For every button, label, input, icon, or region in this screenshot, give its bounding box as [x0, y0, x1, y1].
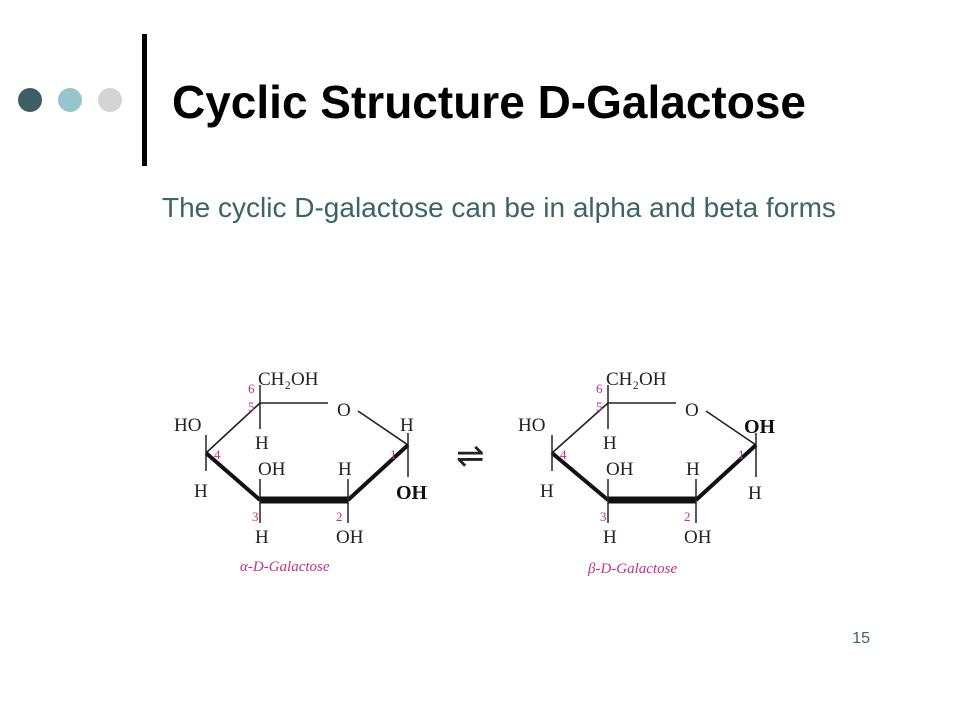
slide-number: 15: [852, 630, 870, 647]
alpha-caption: α-D-Galactose: [240, 559, 330, 575]
haworth-projections: CH₂OH O HO H H OH H H OH H OH 6 5 4 3 2 …: [174, 369, 776, 577]
alpha-c2-h-label: H: [338, 459, 352, 480]
decorative-dots: [18, 88, 128, 114]
alpha-carbon-6: 6: [248, 381, 255, 396]
beta-caption: β-D-Galactose: [587, 561, 677, 577]
beta-c3-oh-label: OH: [606, 459, 634, 480]
beta-carbon-3: 3: [600, 509, 607, 524]
beta-c4-h-label: H: [540, 481, 554, 502]
alpha-carbon-1: 1: [390, 447, 397, 462]
title-divider-bar: [142, 34, 147, 166]
alpha-carbon-2: 2: [336, 509, 343, 524]
alpha-c3-h-label: H: [255, 527, 269, 548]
beta-galactose-structure: CH₂OH O HO H H OH H H OH OH H 6 5 4 3 2 …: [518, 369, 776, 577]
alpha-c1-oh-label: OH: [396, 482, 428, 504]
alpha-c2-oh-label: OH: [336, 527, 364, 548]
beta-carbon-4: 4: [560, 447, 567, 462]
beta-ring-oxygen-label: O: [685, 400, 699, 421]
slide-body-text: The cyclic D-galactose can be in alpha a…: [162, 192, 836, 223]
beta-carbon-5: 5: [596, 399, 603, 414]
alpha-galactose-structure: CH₂OH O HO H H OH H H OH H OH 6 5 4 3 2 …: [174, 369, 428, 575]
alpha-c1-h-label: H: [400, 415, 414, 436]
beta-carbon-1: 1: [738, 447, 745, 462]
alpha-ring-oxygen-label: O: [337, 400, 351, 421]
alpha-c4-h-label: H: [194, 481, 208, 502]
beta-carbon-6: 6: [596, 381, 603, 396]
dot-mid: [58, 88, 82, 112]
alpha-carbon-4: 4: [214, 447, 221, 462]
beta-c3-h-label: H: [603, 527, 617, 548]
galactose-structures-figure: CH₂OH O HO H H OH H H OH H OH 6 5 4 3 2 …: [160, 345, 800, 585]
alpha-c4-ho-label: HO: [174, 415, 201, 436]
beta-c1-oh-label: OH: [744, 416, 776, 438]
dot-dark: [18, 88, 42, 112]
beta-ch2oh-label: CH₂OH: [606, 369, 667, 390]
beta-c2-h-label: H: [686, 459, 700, 480]
beta-carbon-2: 2: [684, 509, 691, 524]
alpha-ch2oh-label: CH₂OH: [258, 369, 319, 390]
equilibrium-arrows-icon: ⇌: [456, 436, 485, 476]
alpha-c3-oh-label: OH: [258, 459, 286, 480]
slide-title: Cyclic Structure D-Galactose: [172, 76, 807, 128]
beta-c1-h-label: H: [748, 483, 762, 504]
alpha-c5-h-label: H: [255, 433, 269, 454]
alpha-carbon-3: 3: [252, 509, 259, 524]
beta-c2-oh-label: OH: [684, 527, 712, 548]
alpha-carbon-5: 5: [248, 399, 255, 414]
beta-c5-h-label: H: [603, 433, 617, 454]
dot-light: [98, 88, 122, 112]
beta-c4-ho-label: HO: [518, 415, 545, 436]
